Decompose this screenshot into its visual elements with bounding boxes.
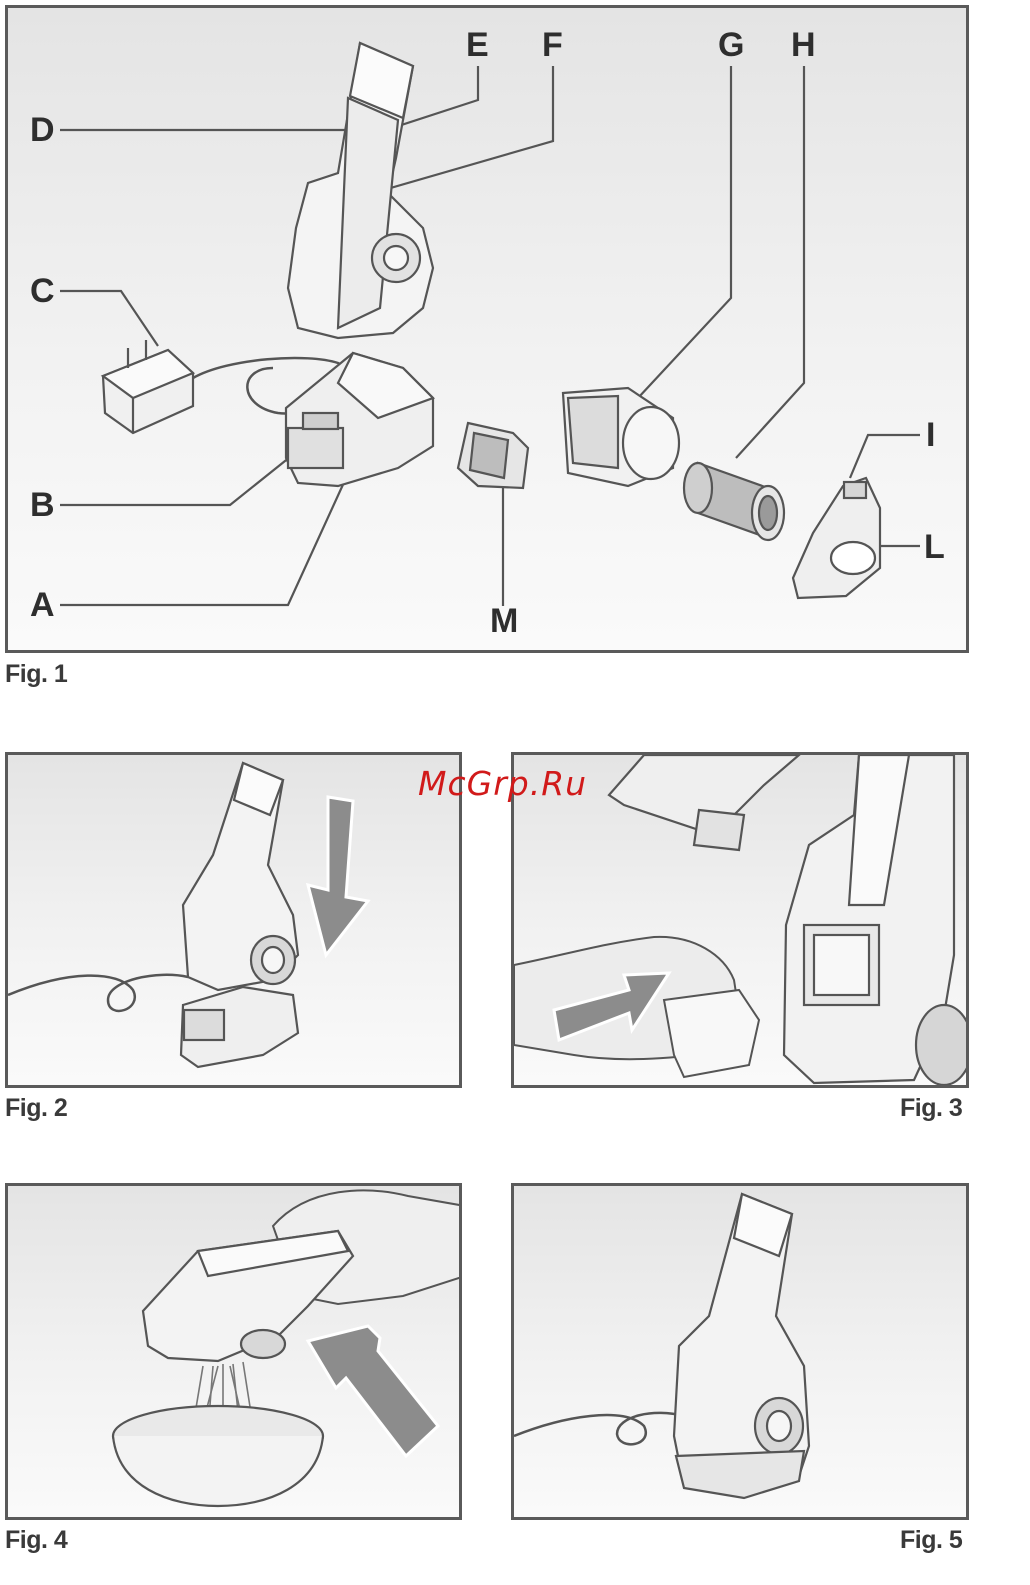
figure-5-illustration — [514, 1186, 969, 1520]
figure-2-illustration — [8, 755, 462, 1088]
figure-2-panel — [5, 752, 462, 1088]
label-H: H — [791, 28, 816, 62]
label-G: G — [718, 28, 744, 62]
label-E: E — [466, 28, 489, 62]
figure-1-panel: D C B A E F G H I L M — [5, 5, 969, 653]
figure-1-caption: Fig. 1 — [5, 660, 67, 689]
figure-1-illustration — [8, 8, 969, 653]
watermark-text: McGrp.Ru — [418, 764, 587, 803]
figure-3-caption: Fig. 3 — [900, 1094, 962, 1123]
figure-4-caption: Fig. 4 — [5, 1526, 67, 1555]
label-D: D — [30, 113, 55, 147]
label-L: L — [924, 530, 945, 564]
figure-4-panel — [5, 1183, 462, 1520]
label-F: F — [542, 28, 563, 62]
figure-5-caption: Fig. 5 — [900, 1526, 962, 1555]
figure-5-panel — [511, 1183, 969, 1520]
figure-3-illustration — [514, 755, 969, 1088]
label-M: M — [490, 604, 518, 638]
figure-4-illustration — [8, 1186, 462, 1520]
label-A: A — [30, 588, 55, 622]
label-C: C — [30, 274, 55, 308]
label-B: B — [30, 488, 55, 522]
label-I: I — [926, 418, 935, 452]
figure-2-caption: Fig. 2 — [5, 1094, 67, 1123]
